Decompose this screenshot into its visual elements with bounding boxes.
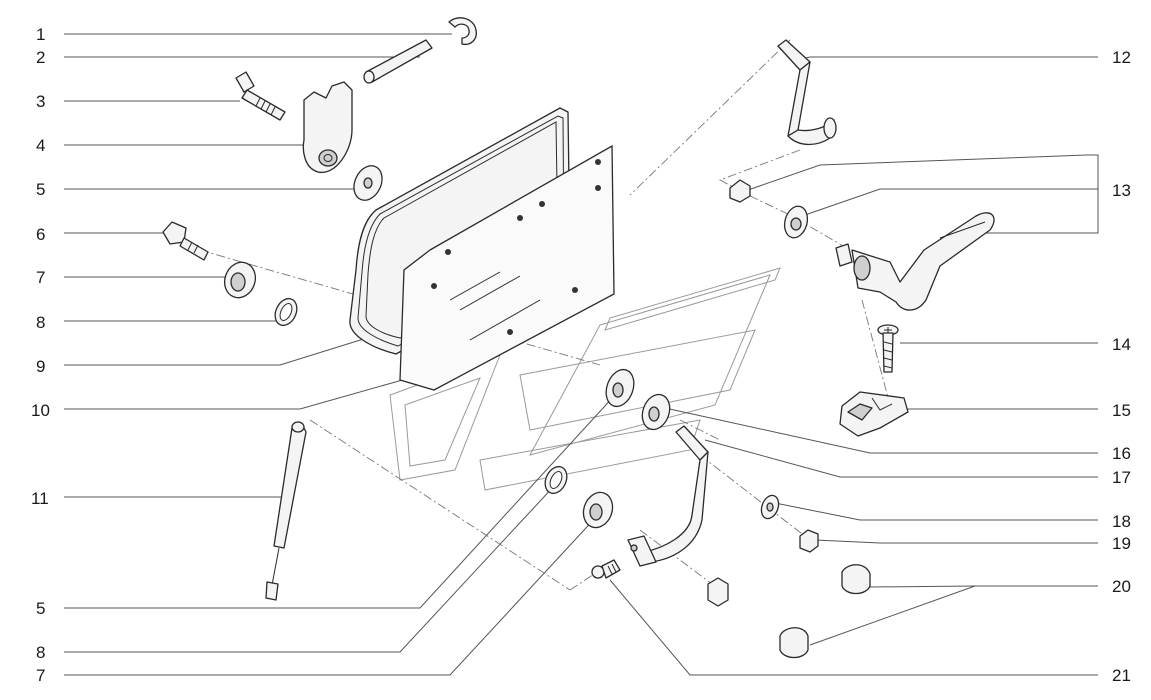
part-18-small-washer [760, 494, 780, 520]
callout-label-10: 10 [31, 401, 50, 420]
callout-label-2: 2 [36, 48, 45, 67]
callout-label-20: 20 [1112, 577, 1131, 596]
left-callout-labels: 1 2 3 4 5 6 7 8 9 10 11 5 8 7 [31, 25, 50, 685]
part-3-bolt [235, 71, 286, 121]
part-5-washer-lower [605, 368, 635, 408]
part-8-oring-lower [544, 465, 568, 495]
callout-label-17: 17 [1112, 468, 1131, 487]
part-2-pin [363, 39, 433, 84]
callout-label-21: 21 [1112, 666, 1131, 685]
callout-label-18: 18 [1112, 512, 1131, 531]
part-6-bolt [162, 221, 209, 261]
part-12-handle [777, 39, 837, 146]
callout-label-12: 12 [1112, 48, 1131, 67]
part-20-cap [779, 564, 871, 659]
callout-label-13: 13 [1112, 181, 1131, 200]
part-15-catch [839, 391, 909, 437]
part-21-ball-stud [591, 559, 621, 579]
callout-label-7-lower: 7 [36, 666, 45, 685]
part-13-lock-assembly [729, 179, 995, 311]
part-19-nut [799, 529, 819, 553]
callout-label-9: 9 [36, 357, 45, 376]
callout-label-8-lower: 8 [36, 643, 45, 662]
part-7-bushing-lower [582, 491, 614, 529]
part-16-washer [641, 393, 671, 431]
part-8-oring-top [274, 297, 298, 327]
callout-label-5: 5 [36, 180, 45, 199]
callout-label-4: 4 [36, 136, 45, 155]
right-callout-labels: 12 13 14 15 16 17 18 19 20 21 [1112, 48, 1131, 685]
part-17-lower-handle [627, 425, 709, 567]
spacer-nut [707, 577, 729, 607]
callout-label-6: 6 [36, 225, 45, 244]
callout-label-15: 15 [1112, 401, 1131, 420]
callout-label-7: 7 [36, 268, 45, 287]
callout-label-11: 11 [31, 489, 49, 508]
part-11-gas-strut [265, 421, 307, 601]
callout-label-5-lower: 5 [36, 599, 45, 618]
part-1-circlip [448, 17, 477, 46]
callout-label-14: 14 [1112, 335, 1131, 354]
callout-label-3: 3 [36, 92, 45, 111]
part-10-glass-pane [399, 144, 615, 391]
part-7-bushing-top [223, 261, 257, 299]
callout-label-8: 8 [36, 313, 45, 332]
callout-label-19: 19 [1112, 534, 1131, 553]
callout-label-1: 1 [36, 25, 45, 44]
left-leader-lines [64, 33, 616, 676]
part-14-screw [877, 324, 899, 373]
part-4-hinge-bracket [302, 81, 353, 173]
part-5-washer-top [353, 165, 383, 201]
callout-label-16: 16 [1112, 444, 1131, 463]
